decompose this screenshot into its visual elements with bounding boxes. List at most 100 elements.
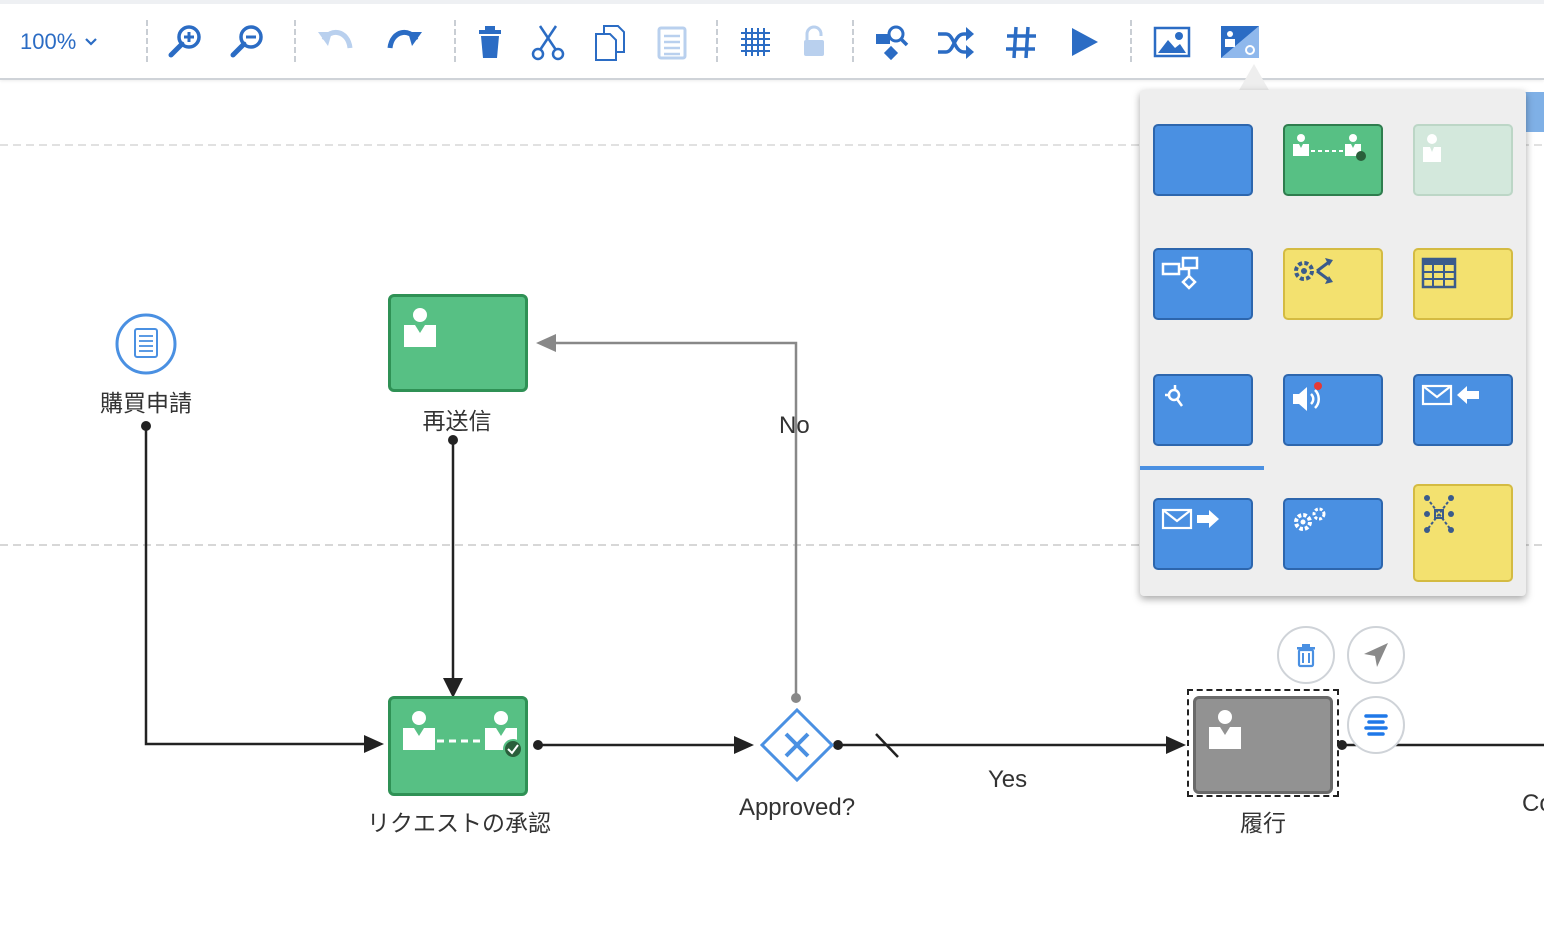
numbering-button[interactable] <box>1002 22 1042 62</box>
palette-item-gears[interactable] <box>1283 498 1383 570</box>
task-approve-label: リクエストの承認 <box>367 811 551 837</box>
image-icon <box>1153 26 1191 58</box>
shuffle-icon <box>938 27 974 59</box>
palette-item-gear-branch[interactable] <box>1283 248 1383 320</box>
run-button[interactable] <box>1064 22 1104 62</box>
lock-button[interactable] <box>794 22 834 62</box>
gateway-label: Approved? <box>738 794 856 821</box>
copy-icon <box>595 25 625 61</box>
user-task-icon <box>1209 710 1241 749</box>
delete-element-button[interactable] <box>1277 626 1335 684</box>
toolbar-separator <box>716 20 718 62</box>
image-settings-icon <box>1221 26 1259 58</box>
undo-button[interactable] <box>316 22 356 62</box>
flow-start-to-approve[interactable] <box>141 421 384 753</box>
sequence-flows <box>141 334 1544 758</box>
toolbar-separator <box>146 20 148 62</box>
shuffle-button[interactable] <box>936 22 976 62</box>
grid-icon <box>741 28 770 56</box>
cut-off-label: Co <box>1522 790 1544 817</box>
approval-user-icon <box>1293 134 1366 161</box>
subprocess-icon <box>1161 256 1199 290</box>
user-task-icon <box>404 308 436 347</box>
paste-button[interactable] <box>652 22 692 62</box>
palette-item-script[interactable] <box>1153 374 1253 446</box>
arrow-icon <box>1364 643 1388 667</box>
paste-icon <box>657 26 687 60</box>
cut-button[interactable] <box>528 22 568 62</box>
toolbar: 100% <box>0 0 1544 80</box>
redo-button[interactable] <box>384 22 424 62</box>
exclusive-gateway[interactable] <box>759 707 835 783</box>
toolbar-separator <box>852 20 854 62</box>
zoom-dropdown[interactable]: 100% <box>20 28 98 56</box>
toolbar-separator <box>294 20 296 62</box>
connect-button[interactable] <box>1347 626 1405 684</box>
redo-icon <box>387 30 422 49</box>
table-icon <box>1421 257 1457 289</box>
flow-yes-label: Yes <box>988 766 1028 793</box>
palette-item-notification[interactable] <box>1283 374 1383 446</box>
toolbar-separator <box>1130 20 1132 62</box>
connector-icon <box>1424 495 1454 533</box>
flow-resubmit-to-approve[interactable] <box>443 435 463 698</box>
gears-icon <box>1294 507 1326 531</box>
grid-button[interactable] <box>736 22 776 62</box>
scissors-icon <box>531 25 565 61</box>
palette-section-indicator <box>1140 466 1264 470</box>
receive-mail-icon <box>1421 384 1479 406</box>
lane-guides <box>0 144 1544 546</box>
palette-item-blue-plain[interactable] <box>1153 124 1253 196</box>
trash-icon <box>479 26 501 58</box>
copy-button[interactable] <box>590 22 630 62</box>
style-palette-popup <box>1140 90 1526 596</box>
document-icon <box>115 313 177 375</box>
palette-item-user-disabled[interactable] <box>1413 124 1513 196</box>
play-icon <box>1072 28 1098 56</box>
flow-approve-to-gateway[interactable] <box>533 736 754 754</box>
hash-icon <box>1006 26 1036 59</box>
delete-button[interactable] <box>470 22 510 62</box>
toolbar-top-strip <box>0 0 1544 4</box>
find-element-icon <box>876 25 909 61</box>
trash-icon <box>1297 644 1315 668</box>
palette-item-connector[interactable] <box>1413 484 1513 582</box>
script-icon <box>1165 385 1184 407</box>
selection-box <box>1187 689 1339 797</box>
palette-item-send-mail[interactable] <box>1153 498 1253 570</box>
task-resubmit-label: 再送信 <box>422 409 492 435</box>
palette-pointer <box>1238 64 1270 92</box>
undo-icon <box>318 30 353 49</box>
zoom-level: 100% <box>20 29 77 54</box>
find-element-button[interactable] <box>872 22 912 62</box>
zoom-out-button[interactable] <box>228 22 268 62</box>
task-fulfill[interactable] <box>1193 696 1333 794</box>
palette-item-table[interactable] <box>1413 248 1513 320</box>
gateway-x-icon <box>759 707 835 783</box>
lock-icon <box>804 25 824 56</box>
chevron-down-icon <box>85 38 98 46</box>
zoom-in-button[interactable] <box>166 22 206 62</box>
notification-icon <box>1293 382 1322 411</box>
send-mail-icon <box>1161 508 1219 530</box>
approval-user-icon <box>403 711 521 759</box>
menu-lines-icon <box>1364 714 1388 736</box>
user-icon <box>1423 134 1441 162</box>
diagram-canvas[interactable]: 購買申請 再送信 リクエストの承認 Approved? No Yes <box>0 80 1544 938</box>
image-button[interactable] <box>1152 22 1192 62</box>
start-event-label: 購買申請 <box>100 391 192 417</box>
palette-item-approval[interactable] <box>1283 124 1383 196</box>
palette-item-receive-mail[interactable] <box>1413 374 1513 446</box>
flow-gateway-yes[interactable] <box>833 733 1186 758</box>
element-menu-button[interactable] <box>1347 696 1405 754</box>
palette-item-subprocess[interactable] <box>1153 248 1253 320</box>
flow-no-label: No <box>779 412 810 439</box>
image-settings-button[interactable] <box>1218 22 1259 62</box>
gear-branch-icon <box>1294 258 1333 284</box>
flow-gateway-no[interactable] <box>536 334 801 703</box>
task-resubmit[interactable] <box>388 294 528 392</box>
start-event[interactable] <box>114 312 178 376</box>
task-approve[interactable] <box>388 696 528 796</box>
toolbar-separator <box>454 20 456 62</box>
zoom-out-icon <box>230 25 263 58</box>
